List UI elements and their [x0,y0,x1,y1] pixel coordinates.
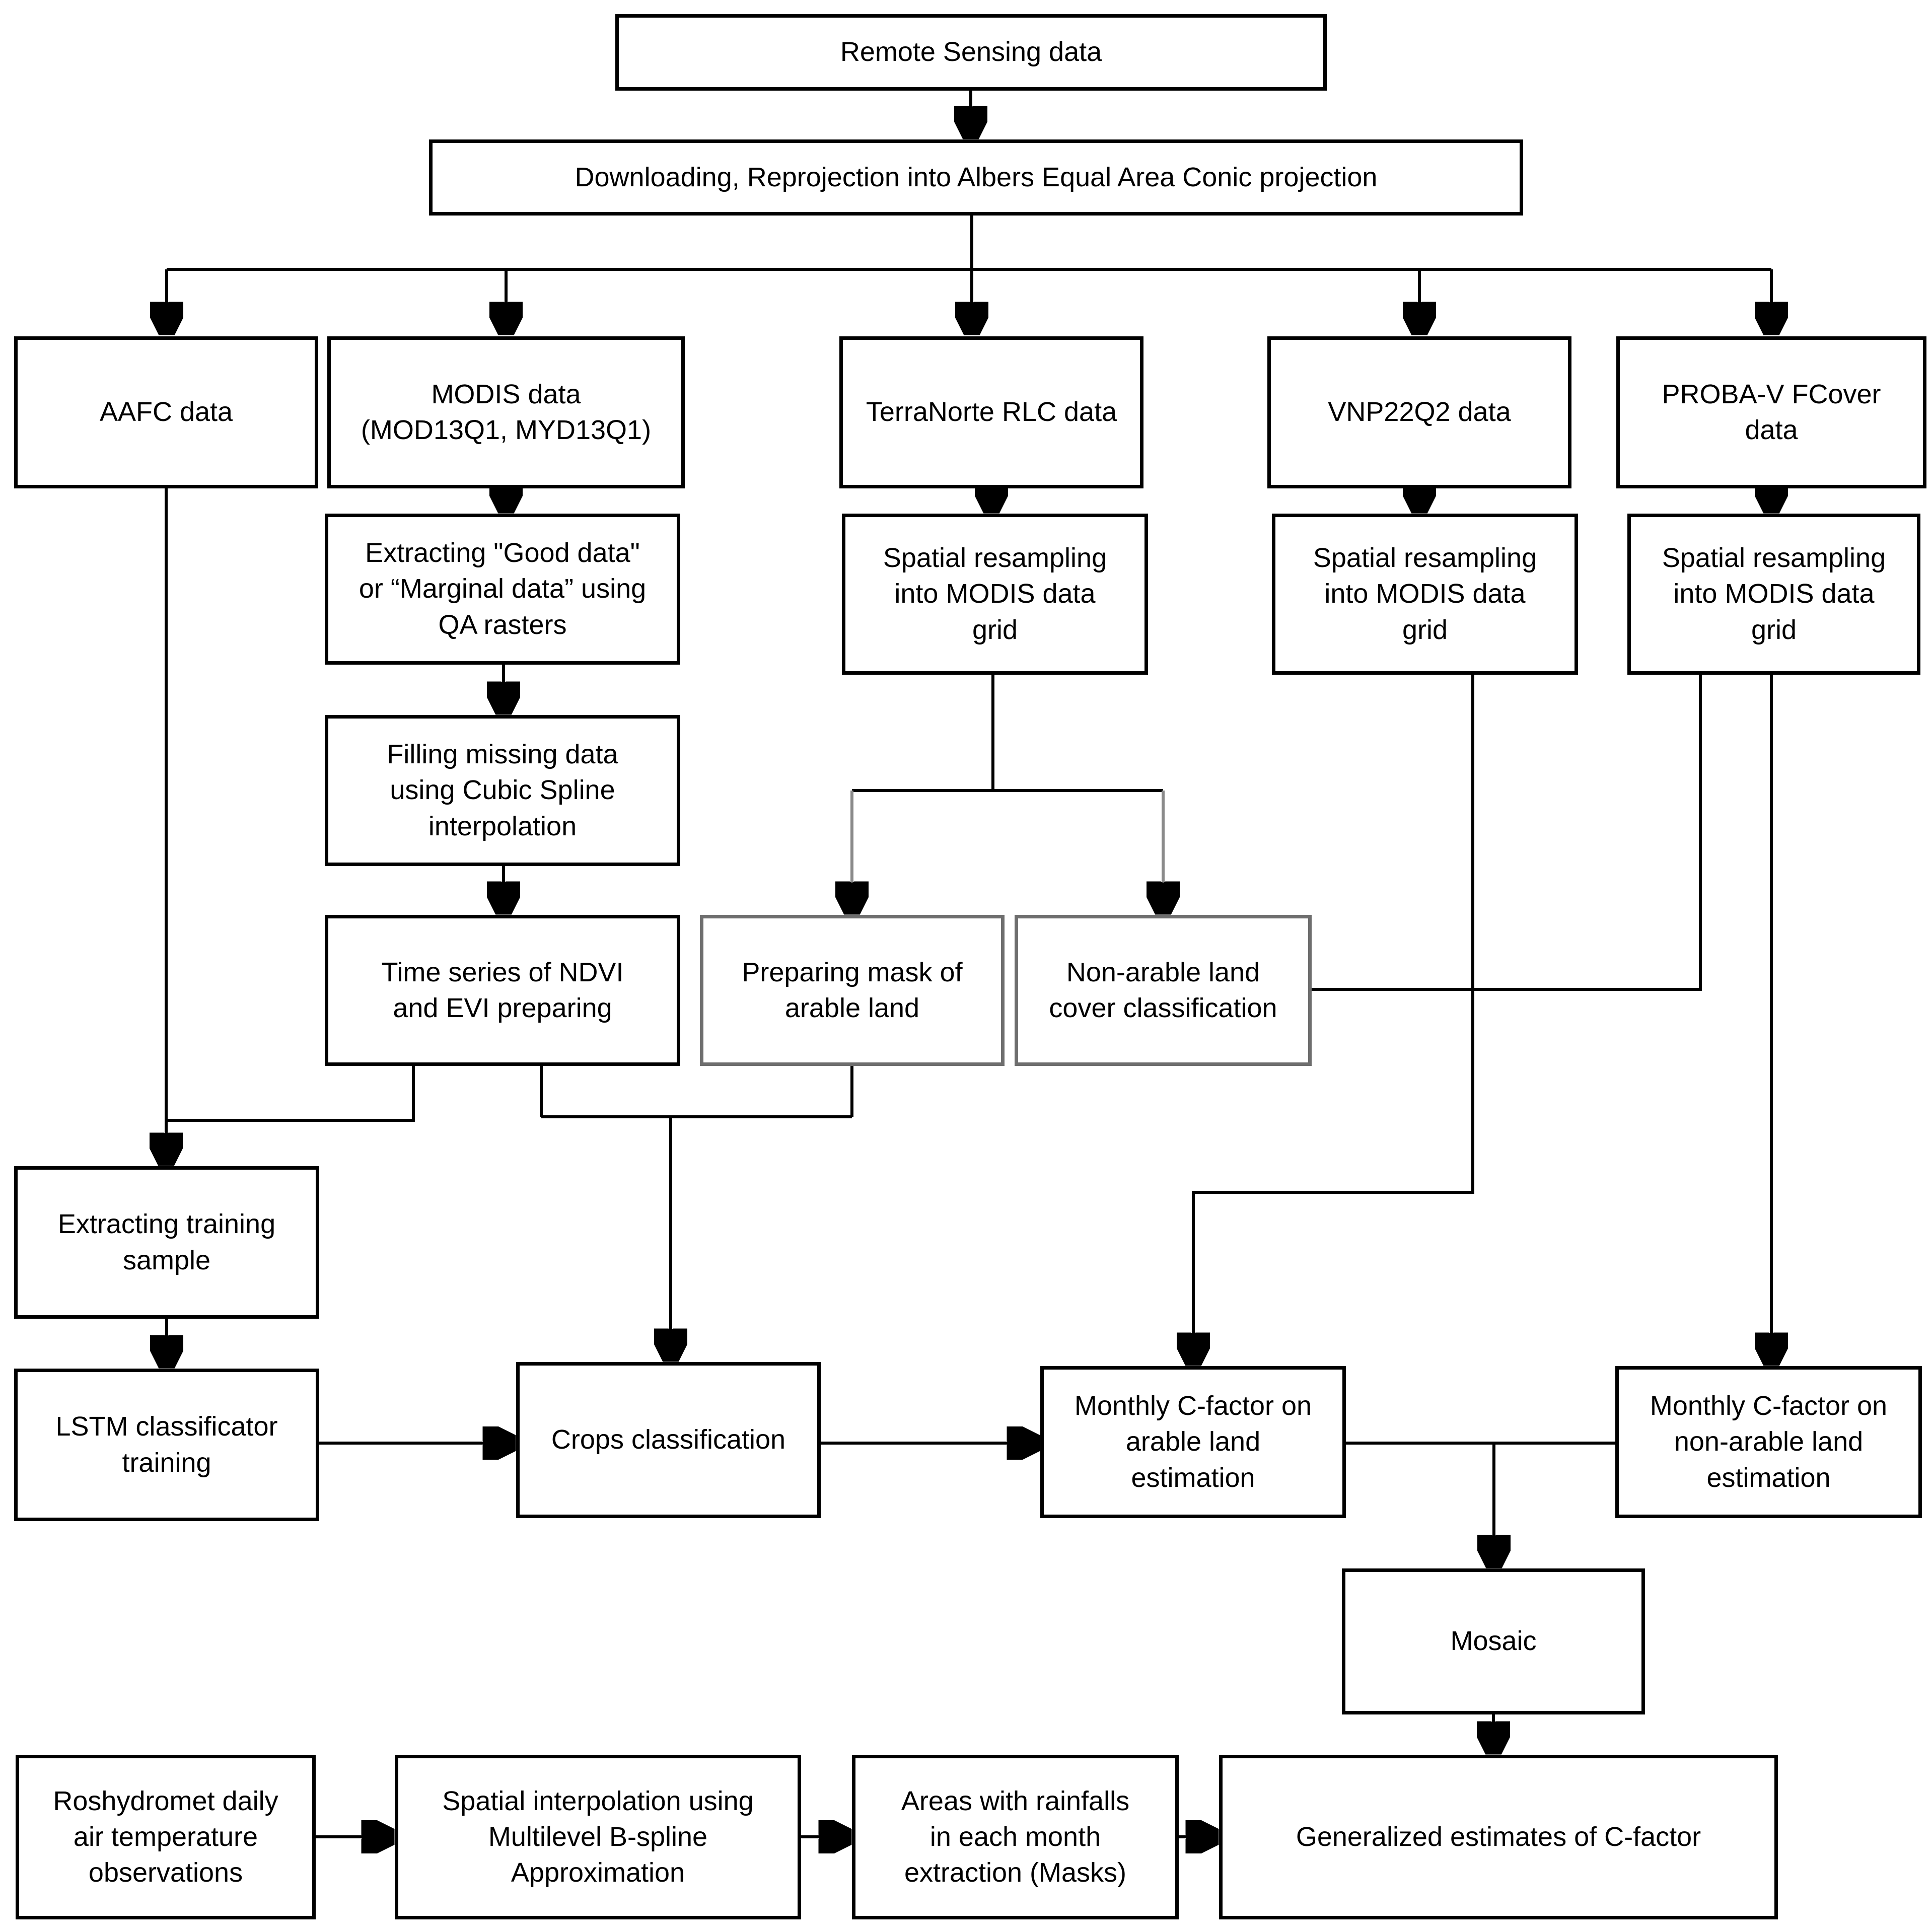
node-areas-with-rainfalls: Areas with rainfalls in each month extra… [852,1755,1179,1919]
node-lstm-classificator-training: LSTM classificator training [14,1369,319,1521]
node-aafc-data: AAFC data [14,336,318,488]
node-label: AAFC data [99,397,233,427]
node-generalized-estimates-cfactor: Generalized estimates of C-factor [1219,1755,1778,1919]
node-terranorte-rlc-data: TerraNorte RLC data [839,336,1143,488]
node-label: Remote Sensing data [840,37,1102,67]
node-label: Generalized estimates of C-factor [1296,1821,1701,1852]
node-time-series-ndvi-evi: Time series of NDVI and EVI preparing [325,915,680,1066]
node-nonarable-land-cover-classification: Non-arable land cover classification [1015,915,1312,1066]
node-label: Spatial resampling into MODIS data grid [1662,543,1886,645]
node-downloading-reprojection: Downloading, Reprojection into Albers Eq… [429,139,1523,216]
node-label: Monthly C-factor on arable land estimati… [1074,1391,1312,1493]
node-monthly-cfactor-arable: Monthly C-factor on arable land estimati… [1040,1366,1346,1518]
node-label: Mosaic [1450,1626,1537,1657]
node-spatial-resampling-terranorte: Spatial resampling into MODIS data grid [842,514,1148,675]
node-spatial-resampling-vnp22q2: Spatial resampling into MODIS data grid [1272,514,1578,675]
node-label: MODIS data (MOD13Q1, MYD13Q1) [361,379,652,445]
node-label: Preparing mask of arable land [742,957,963,1023]
node-label: TerraNorte RLC data [866,397,1117,427]
node-mosaic: Mosaic [1342,1568,1645,1714]
node-roshydromet-observations: Roshydromet daily air temperature observ… [16,1755,316,1919]
node-label: Time series of NDVI and EVI preparing [381,957,624,1023]
node-label: Filling missing data using Cubic Spline … [387,739,618,841]
node-label: Extracting "Good data" or “Marginal data… [359,538,647,640]
node-extracting-good-data: Extracting "Good data" or “Marginal data… [325,514,680,665]
node-remote-sensing-data: Remote Sensing data [615,14,1327,91]
node-label: Downloading, Reprojection into Albers Eq… [575,162,1378,192]
node-label: Monthly C-factor on non-arable land esti… [1650,1391,1888,1493]
node-vnp22q2-data: VNP22Q2 data [1267,336,1571,488]
node-probav-fcover-data: PROBA-V FCover data [1616,336,1926,488]
node-modis-data: MODIS data (MOD13Q1, MYD13Q1) [327,336,685,488]
node-label: Non-arable land cover classification [1049,957,1277,1023]
node-label: Roshydromet daily air temperature observ… [53,1785,278,1888]
node-label: Spatial interpolation using Multilevel B… [442,1785,754,1888]
node-label: Spatial resampling into MODIS data grid [1313,543,1537,645]
node-crops-classification: Crops classification [516,1362,821,1518]
node-extracting-training-sample: Extracting training sample [14,1166,319,1319]
node-preparing-mask-arable-land: Preparing mask of arable land [700,915,1005,1066]
node-monthly-cfactor-nonarable: Monthly C-factor on non-arable land esti… [1615,1366,1922,1518]
node-label: VNP22Q2 data [1328,397,1511,427]
node-label: Crops classification [551,1424,786,1455]
node-spatial-interpolation-bspline: Spatial interpolation using Multilevel B… [395,1755,801,1919]
node-label: LSTM classificator training [55,1411,278,1478]
node-label: Areas with rainfalls in each month extra… [901,1785,1130,1888]
node-label: Spatial resampling into MODIS data grid [883,543,1107,645]
node-spatial-resampling-probav: Spatial resampling into MODIS data grid [1627,514,1920,675]
node-filling-missing-data: Filling missing data using Cubic Spline … [325,715,680,866]
node-label: Extracting training sample [57,1209,276,1275]
node-label: PROBA-V FCover data [1662,379,1881,445]
